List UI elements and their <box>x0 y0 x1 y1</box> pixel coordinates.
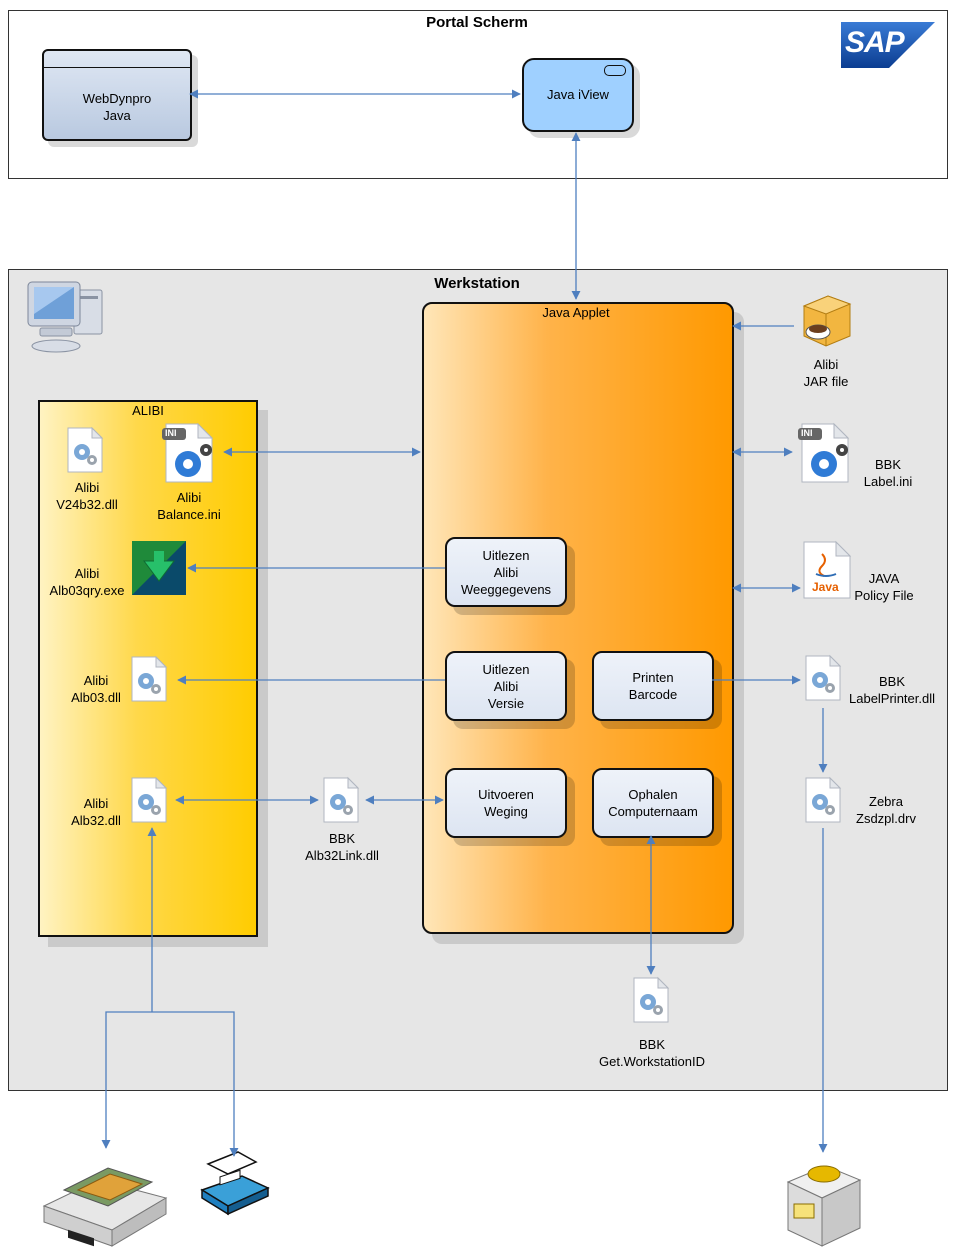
ini-badge: INI <box>801 428 813 438</box>
file-alb32link-label: BBK Alb32Link.dll <box>305 831 379 863</box>
node-printen-barcode[interactable]: Printen Barcode <box>592 651 714 721</box>
scale-icon <box>38 1150 172 1250</box>
ini-file-icon: INI <box>796 420 854 486</box>
node-uitlezen-versie-label: Uitlezen Alibi Versie <box>482 661 530 711</box>
dll-file-icon <box>632 976 670 1024</box>
ini-file-icon: INI <box>160 420 218 486</box>
file-alb32-label: Alibi Alb32.dll <box>71 796 121 828</box>
java-badge: Java <box>812 580 839 594</box>
iview-tab-icon <box>604 65 626 76</box>
node-uitvoeren-weging[interactable]: Uitvoeren Weging <box>445 768 567 838</box>
drv-file-icon <box>804 776 842 824</box>
file-workstationid-label: BBK Get.WorkstationID <box>599 1037 705 1069</box>
java-policy-file-icon: Java <box>802 540 852 600</box>
node-printen-barcode-label: Printen Barcode <box>628 670 678 702</box>
node-uitlezen-versie[interactable]: Uitlezen Alibi Versie <box>445 651 567 721</box>
sap-logo: SAP <box>841 22 935 68</box>
node-uitlezen-weeggegevens-label: Uitlezen Alibi Weeggegevens <box>460 547 552 597</box>
node-ophalen-computernaam-label: Ophalen Computernaam <box>608 787 698 819</box>
edge-devices-scale <box>101 1011 152 1149</box>
dll-file-icon <box>804 654 842 702</box>
dll-file-icon <box>66 426 104 474</box>
file-alb03-label: Alibi Alb03.dll <box>71 673 121 705</box>
werkstation-title: Werkstation <box>434 275 520 292</box>
webdynpro-label: WebDynpro Java <box>82 91 152 123</box>
label-printer-icon <box>782 1152 864 1250</box>
file-zebra-label: Zebra Zsdzpl.drv <box>856 794 916 826</box>
file-v24b32-label: Alibi V24b32.dll <box>56 480 118 512</box>
portal-title: Portal Scherm <box>426 14 528 31</box>
fax-phone-icon <box>198 1150 272 1216</box>
sap-logo-text: SAP <box>845 26 905 59</box>
file-policy-label: JAVA Policy File <box>854 571 914 603</box>
jar-file-icon <box>796 292 854 348</box>
dll-file-icon <box>130 655 168 703</box>
applet-title: Java Applet <box>542 305 610 320</box>
file-alb03qry-label: Alibi Alb03qry.exe <box>49 566 125 598</box>
dll-file-icon <box>130 776 168 824</box>
iview-label: Java iView <box>547 87 609 102</box>
file-labelprinter-label: BBK LabelPrinter.dll <box>849 674 935 706</box>
node-uitvoeren-weging-label: Uitvoeren Weging <box>478 787 534 819</box>
file-labelini-label: BBK Label.ini <box>863 457 913 489</box>
exe-file-icon <box>132 541 186 595</box>
ini-badge: INI <box>165 428 177 438</box>
java-iview-box[interactable]: Java iView <box>522 58 634 132</box>
node-uitlezen-weeggegevens[interactable]: Uitlezen Alibi Weeggegevens <box>445 537 567 607</box>
alibi-title: ALIBI <box>132 403 164 418</box>
file-jar-label: Alibi JAR file <box>803 357 849 389</box>
computer-icon <box>24 276 108 356</box>
edge-devices-fax <box>152 1011 239 1157</box>
file-balance-label: Alibi Balance.ini <box>157 490 221 522</box>
dll-file-icon <box>322 776 360 824</box>
